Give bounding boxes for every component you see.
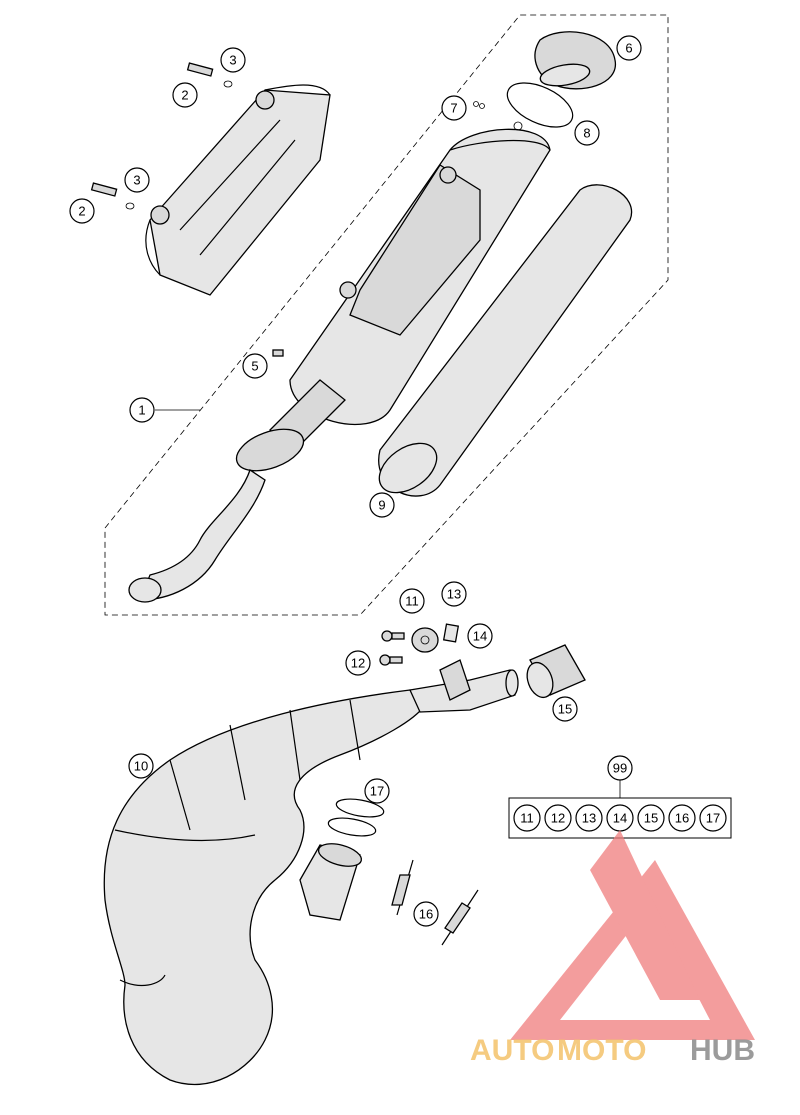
kit-item-13: 13 (575, 804, 603, 832)
callout-5: 5 (242, 353, 268, 379)
silencer-sleeve (378, 184, 633, 497)
svg-text:10: 10 (134, 759, 148, 774)
kit-item-16: 16 (668, 804, 696, 832)
svg-text:HUB: HUB (690, 1034, 755, 1067)
svg-text:2: 2 (181, 88, 188, 103)
callout-11: 11 (399, 588, 425, 614)
callout-99: 99 (607, 755, 633, 781)
o-ring-lower (327, 817, 377, 837)
kit-items: 11 12 13 14 15 16 17 (513, 804, 727, 832)
spring-right (441, 889, 479, 946)
silencer-bracket (145, 84, 331, 296)
svg-text:3: 3 (229, 53, 236, 68)
callout-9: 9 (369, 492, 395, 518)
small-screw (272, 349, 284, 357)
callout-15: 15 (552, 696, 578, 722)
callout-8: 8 (574, 120, 600, 146)
callout-3-lower: 3 (124, 167, 150, 193)
svg-text:11: 11 (405, 594, 419, 609)
kit-item-14: 14 (606, 804, 634, 832)
silencer-body (289, 121, 551, 426)
svg-text:16: 16 (419, 907, 433, 922)
svg-text:16: 16 (675, 811, 689, 826)
o-ring (506, 82, 574, 128)
svg-text:2: 2 (78, 204, 85, 219)
clip-nut (442, 623, 460, 643)
rubber-damper (411, 627, 439, 653)
kit-item-11: 11 (513, 804, 541, 832)
callout-12: 12 (345, 650, 371, 676)
end-cap (534, 31, 616, 90)
kit-item-17: 17 (699, 804, 727, 832)
screw-12 (379, 654, 403, 666)
svg-text:12: 12 (551, 811, 565, 826)
svg-text:15: 15 (558, 702, 572, 717)
silencer-assembly-frame (104, 14, 669, 616)
callout-7: 7 (441, 95, 467, 121)
kit-item-12: 12 (544, 804, 572, 832)
svg-text:7: 7 (450, 101, 457, 116)
watermark-logo (510, 830, 755, 1040)
callout-16: 16 (413, 901, 439, 927)
screw-lower (90, 182, 135, 210)
callout-10: 10 (128, 753, 154, 779)
callout-6: 6 (616, 35, 642, 61)
svg-text:11: 11 (520, 811, 534, 826)
svg-text:12: 12 (351, 656, 365, 671)
watermark-text: AUTO MOTO HUB (470, 1034, 755, 1067)
callout-2-lower: 2 (69, 198, 95, 224)
rivet (473, 101, 485, 109)
spring-left (391, 859, 414, 916)
callout-14: 14 (467, 623, 493, 649)
callout-17: 17 (364, 778, 390, 804)
svg-text:8: 8 (583, 126, 590, 141)
svg-text:6: 6 (625, 41, 632, 56)
svg-text:3: 3 (133, 173, 140, 188)
screw-upper (186, 62, 233, 88)
svg-text:13: 13 (582, 811, 596, 826)
header-outlet (299, 843, 363, 921)
exhaust-header (103, 689, 426, 1085)
callout-13: 13 (441, 581, 467, 607)
svg-text:17: 17 (706, 811, 720, 826)
callout-2-upper: 2 (172, 82, 198, 108)
o-ring-upper (335, 798, 385, 818)
svg-text:5: 5 (251, 359, 258, 374)
connector-pipe (409, 659, 519, 713)
callout-3-upper: 3 (220, 47, 246, 73)
svg-text:14: 14 (473, 629, 487, 644)
rubber-sleeve (526, 644, 586, 699)
screw-11 (381, 630, 405, 642)
svg-text:14: 14 (613, 811, 627, 826)
silencer-inlet-pipe (128, 379, 346, 603)
svg-text:MOTO: MOTO (557, 1034, 646, 1067)
callout-1: 1 (129, 397, 155, 423)
svg-text:99: 99 (613, 761, 627, 776)
svg-text:1: 1 (138, 403, 145, 418)
svg-text:17: 17 (370, 784, 384, 799)
svg-text:9: 9 (378, 498, 385, 513)
kit-item-15: 15 (637, 804, 665, 832)
svg-text:AUTO: AUTO (470, 1034, 554, 1067)
svg-text:15: 15 (644, 811, 658, 826)
svg-text:13: 13 (447, 587, 461, 602)
